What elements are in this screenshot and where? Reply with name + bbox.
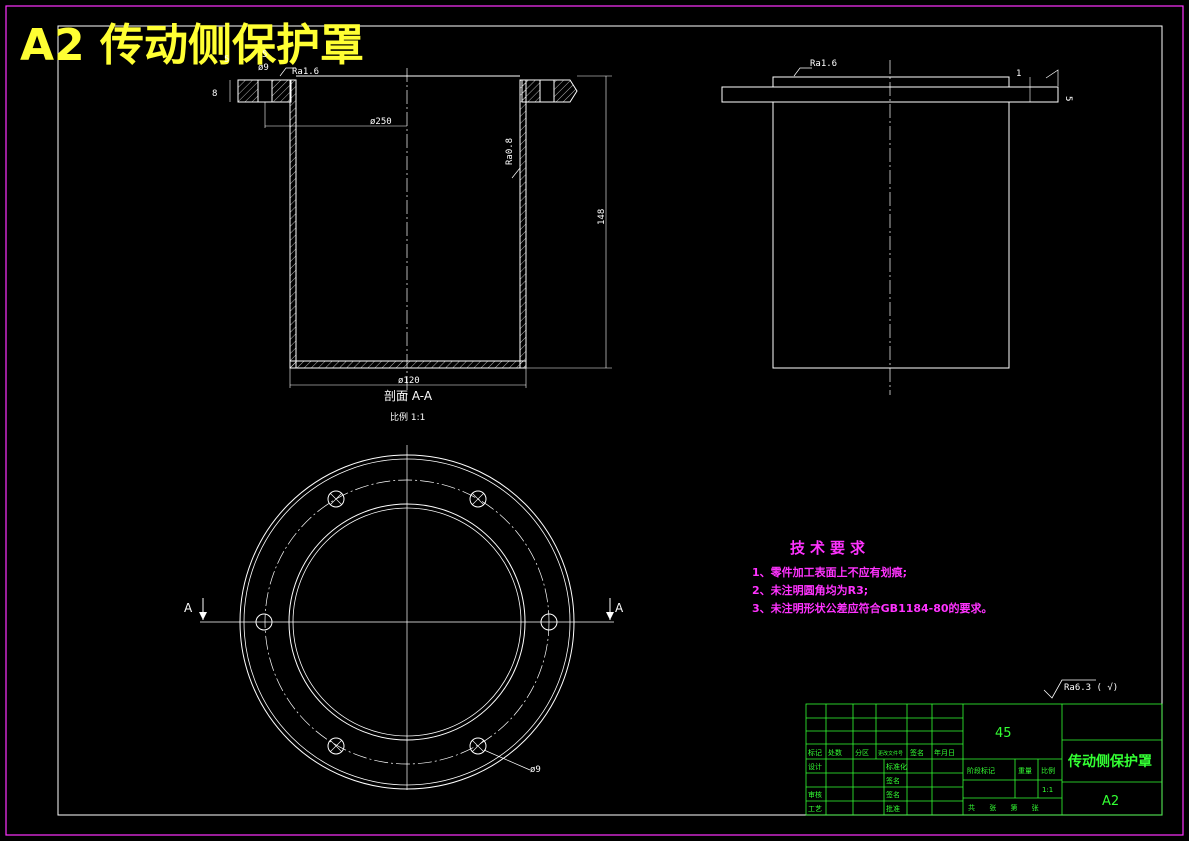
header-cell: 分区	[855, 748, 869, 757]
hole-leader-label: ø9	[530, 765, 541, 775]
dim-height: 148	[597, 209, 607, 225]
side-body	[772, 101, 1010, 369]
stage-label: 阶段标记	[967, 766, 995, 775]
material-value: 45	[995, 726, 1012, 741]
requirement-item: 1、零件加工表面上不应有划痕;	[752, 565, 907, 579]
requirements-heading: 技术要求	[790, 539, 870, 557]
dim-flange-height: 8	[212, 89, 217, 99]
scale-value: 1:1	[1042, 786, 1053, 794]
dim-bottom-dia: ø120	[398, 376, 420, 386]
std-label: 标准化	[886, 762, 907, 771]
header-cell: 处数	[828, 748, 842, 757]
bolt-holes	[255, 490, 558, 755]
sign-label: 签名	[886, 776, 900, 785]
bolt-hole	[469, 737, 487, 755]
inner-border	[57, 25, 1163, 816]
title-block-text: 45 传动侧保护罩 A2 标记 处数 分区 更改文件号 签名 年月日 设计 标准…	[808, 726, 1152, 813]
design-label: 设计	[808, 762, 822, 771]
section-view: 8 5 ø9 5 Ra1.6 ø250 Ra0.8 148 ø120 剖面 A-…	[212, 50, 612, 423]
bolt-hole	[469, 490, 487, 508]
side-top-lip	[772, 76, 1010, 88]
side-view: Ra1.6 1 5	[721, 59, 1073, 395]
roughness-note: Ra6.3 ( √)	[1043, 679, 1118, 699]
bolt-hole	[540, 613, 558, 631]
dim-top-5: 5	[224, 55, 229, 65]
section-caption: 剖面 A-A	[384, 389, 433, 403]
dim-pcd: ø250	[370, 117, 392, 127]
ra-top-label: Ra1.6	[292, 67, 319, 77]
section-mark-left: A	[184, 601, 193, 615]
process-label: 工艺	[808, 805, 822, 813]
bottom-plate	[289, 360, 527, 369]
scale-label: 比例	[1041, 766, 1055, 775]
side-dim-1: 1	[1016, 69, 1021, 79]
left-wall	[289, 79, 297, 369]
requirement-item: 2、未注明圆角均为R3;	[752, 583, 868, 597]
dim-hole-dia: ø9	[258, 63, 269, 73]
plan-view: ø9 A A	[184, 445, 624, 790]
approve-label: 批准	[886, 804, 900, 813]
check-label: 审核	[808, 790, 822, 799]
part-name: 传动侧保护罩	[1067, 753, 1152, 770]
title-block	[805, 703, 1163, 816]
flange-hole-left	[257, 79, 273, 103]
bolt-hole	[255, 613, 273, 631]
page-title: A2 传动侧保护罩	[20, 20, 364, 71]
dim-top-5b: 5	[262, 50, 267, 60]
header-cell: 标记	[808, 748, 822, 757]
ra-inner-label: Ra0.8	[505, 138, 515, 165]
weight-label: 重量	[1018, 767, 1032, 775]
section-mark-right: A	[615, 601, 624, 615]
section-scale: 比例 1:1	[390, 411, 425, 423]
bolt-hole	[327, 490, 345, 508]
technical-requirements: 技术要求 1、零件加工表面上不应有划痕; 2、未注明圆角均为R3; 3、未注明形…	[752, 539, 993, 615]
outer-border	[5, 5, 1184, 836]
header-cell: 签名	[910, 748, 924, 757]
header-cell: 更改文件号	[878, 750, 903, 757]
sign-label-2: 签名	[886, 790, 900, 799]
header-cell: 年月日	[934, 748, 955, 757]
hole-leader	[483, 749, 531, 771]
bolt-hole	[327, 737, 345, 755]
side-dim-right: 5	[1063, 96, 1073, 101]
flange-hole-right	[539, 79, 555, 103]
sheets-label: 共 张 第 张	[968, 803, 1045, 812]
right-wall	[519, 79, 527, 369]
side-ra-label: Ra1.6	[810, 59, 837, 69]
drawing-number: A2	[1102, 794, 1119, 809]
requirement-item: 3、未注明形状公差应符合GB1184-80的要求。	[752, 601, 993, 615]
roughness-note-text: Ra6.3 ( √)	[1064, 682, 1118, 693]
